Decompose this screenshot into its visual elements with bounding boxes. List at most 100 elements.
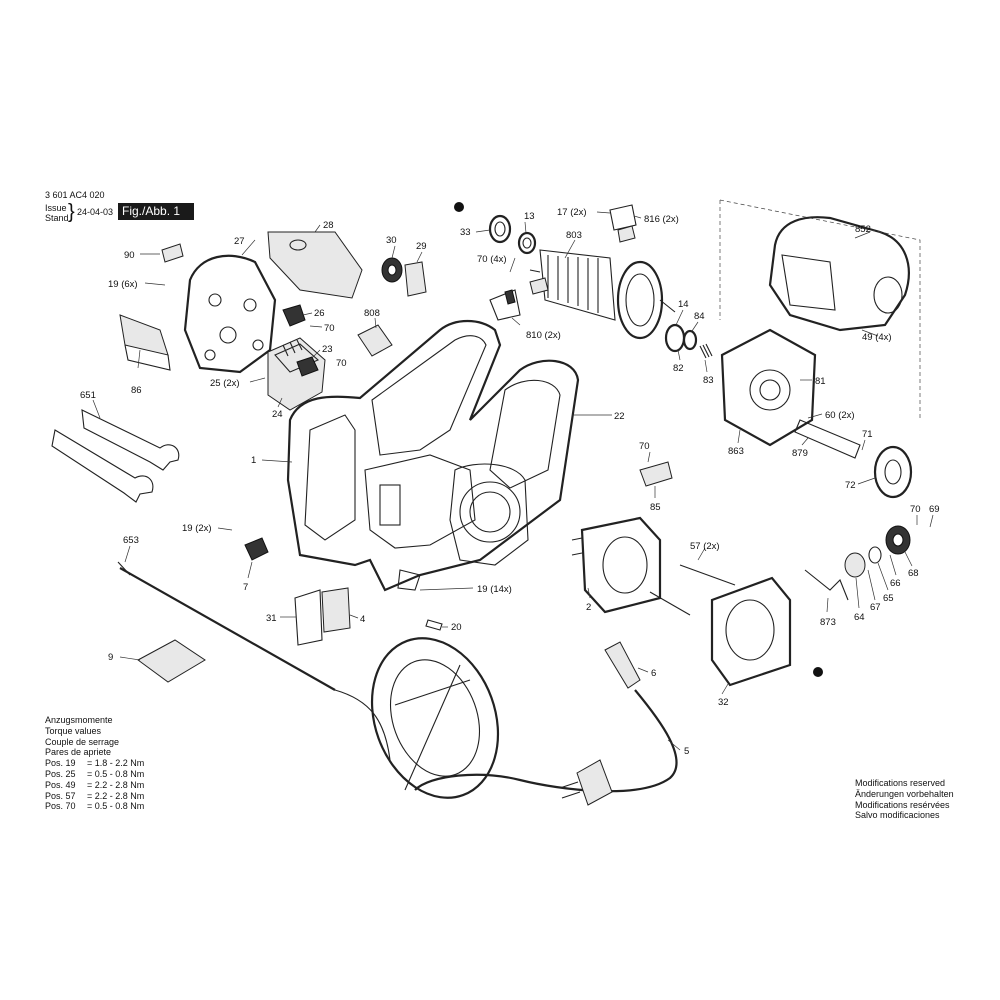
part-label: 90 bbox=[124, 250, 135, 261]
part-label: 82 bbox=[673, 363, 684, 374]
part-label: 24 bbox=[272, 409, 283, 420]
part-label: 83 bbox=[703, 375, 714, 386]
issue-label: Issue bbox=[45, 203, 67, 213]
leader-lines bbox=[92, 211, 934, 751]
modifications-notice: Modifications reserved Änderungen vorbeh… bbox=[855, 778, 954, 821]
part-label: 70 bbox=[639, 441, 650, 452]
part-label: 5 bbox=[684, 746, 689, 757]
armature-803-drawing bbox=[529, 249, 676, 340]
document-code: 3 601 AC4 020 bbox=[45, 190, 105, 200]
part-label: 27 bbox=[234, 236, 245, 247]
torque-row: Pos. 25= 0.5 - 0.8 Nm bbox=[45, 768, 145, 779]
end-cap-32-drawing bbox=[710, 576, 792, 687]
switch-23-drawing bbox=[296, 356, 319, 377]
part-label: 84 bbox=[694, 311, 705, 322]
part-label: 863 bbox=[728, 446, 744, 457]
part-label: 81 bbox=[815, 376, 826, 387]
torque-row: Pos. 19= 1.8 - 2.2 Nm bbox=[45, 758, 145, 769]
part-label: 25 (2x) bbox=[210, 378, 240, 389]
part-labels: 28 27 90 19 (6x) 26 70 23 70 25 (2x) 24 … bbox=[80, 207, 940, 757]
brush-816-drawing bbox=[609, 204, 637, 243]
modifications-fr: Modifications resérvées bbox=[855, 799, 950, 810]
cover-27-drawing bbox=[183, 254, 277, 374]
block-29-drawing bbox=[404, 261, 427, 297]
part-label: 70 bbox=[336, 358, 347, 369]
power-cable-5-drawing bbox=[414, 689, 678, 806]
torque-title-en: Torque values bbox=[45, 725, 102, 736]
part-label: 68 bbox=[908, 568, 919, 579]
part-label: 64 bbox=[854, 612, 865, 623]
part-label: 803 bbox=[566, 230, 582, 241]
tool-873-drawing bbox=[804, 569, 849, 601]
shaft-879-drawing bbox=[794, 419, 861, 459]
part-label: 72 bbox=[845, 480, 856, 491]
gear-housing-852-drawing bbox=[768, 216, 910, 332]
gear-68-drawing bbox=[885, 525, 911, 555]
part-label: 653 bbox=[123, 535, 139, 546]
ring-13-drawing bbox=[517, 231, 537, 255]
pin-20-drawing bbox=[425, 619, 443, 631]
torque-row: Pos. 57= 2.2 - 2.8 Nm bbox=[45, 790, 145, 801]
part-label: 810 (2x) bbox=[526, 330, 561, 341]
part-label: 60 (2x) bbox=[825, 410, 855, 421]
torque-title-de: Anzugsmomente bbox=[45, 715, 113, 725]
part-label: 86 bbox=[131, 385, 142, 396]
modifications-de: Änderungen vorbehalten bbox=[855, 788, 954, 799]
part-label: 57 (2x) bbox=[690, 541, 720, 552]
part-label: 19 (6x) bbox=[108, 279, 138, 290]
part-label: 9 bbox=[108, 652, 113, 663]
torque-title-fr: Couple de serrage bbox=[45, 736, 120, 747]
part-label: 651 bbox=[80, 390, 96, 401]
torque-row: Pos. 49= 2.2 - 2.8 Nm bbox=[45, 779, 145, 790]
gear-30-drawing bbox=[381, 257, 403, 283]
figure-tag: Fig./Abb. 1 bbox=[118, 203, 194, 220]
reference-dot-top bbox=[454, 202, 464, 212]
stator-2-drawing bbox=[571, 516, 662, 614]
part-label: 71 bbox=[862, 429, 873, 440]
ring-84-drawing bbox=[682, 329, 698, 351]
issue-date: 24-04-03 bbox=[77, 207, 114, 217]
part-label: 1 bbox=[251, 455, 256, 466]
part-label: 67 bbox=[870, 602, 881, 613]
torque-title-es: Pares de apriete bbox=[45, 747, 112, 758]
spring-83-drawing bbox=[699, 343, 713, 359]
disc-64-drawing bbox=[844, 552, 866, 578]
torque-values-block: Anzugsmomente Torque values Couple de se… bbox=[45, 715, 144, 812]
bearing-14-drawing bbox=[664, 323, 686, 353]
reference-dot-bottom bbox=[813, 667, 823, 677]
part-label: 14 bbox=[678, 299, 689, 310]
part-label: 23 bbox=[322, 344, 333, 355]
part-label: 26 bbox=[314, 308, 325, 319]
label-90-drawing bbox=[161, 243, 184, 263]
modifications-en: Modifications reserved bbox=[855, 778, 946, 788]
part-label: 70 (4x) bbox=[477, 254, 507, 265]
part-label: 19 (14x) bbox=[477, 584, 512, 595]
part-label: 65 bbox=[883, 593, 894, 604]
screws-57-drawing bbox=[649, 564, 736, 616]
part-label: 70 bbox=[910, 504, 921, 515]
part-label: 66 bbox=[890, 578, 901, 589]
part-label: 7 bbox=[243, 582, 248, 593]
part-label: 873 bbox=[820, 617, 836, 628]
bearing-33-drawing bbox=[488, 214, 512, 244]
part-label: 33 bbox=[460, 227, 471, 238]
wrench-651-drawing bbox=[51, 409, 180, 503]
part-label: 2 bbox=[586, 602, 591, 613]
part-label: 6 bbox=[651, 668, 656, 679]
part-label: 20 bbox=[451, 622, 462, 633]
bracket-31-drawing bbox=[294, 587, 351, 646]
modifications-es: Salvo modificaciones bbox=[855, 810, 940, 821]
brush-holder-810-drawing bbox=[489, 277, 549, 321]
torque-row: Pos. 70= 0.5 - 0.8 Nm bbox=[45, 801, 145, 812]
part-label: 879 bbox=[792, 448, 808, 459]
part-label: 30 bbox=[386, 235, 397, 246]
header-brace: } bbox=[68, 201, 75, 223]
part-label: 17 (2x) bbox=[557, 207, 587, 218]
electronic-module-24-drawing bbox=[267, 337, 326, 411]
ring-65-drawing bbox=[868, 546, 882, 564]
cap-28-drawing bbox=[267, 231, 363, 299]
stand-label: Stand bbox=[45, 213, 69, 223]
part-label: 49 (4x) bbox=[862, 332, 892, 343]
